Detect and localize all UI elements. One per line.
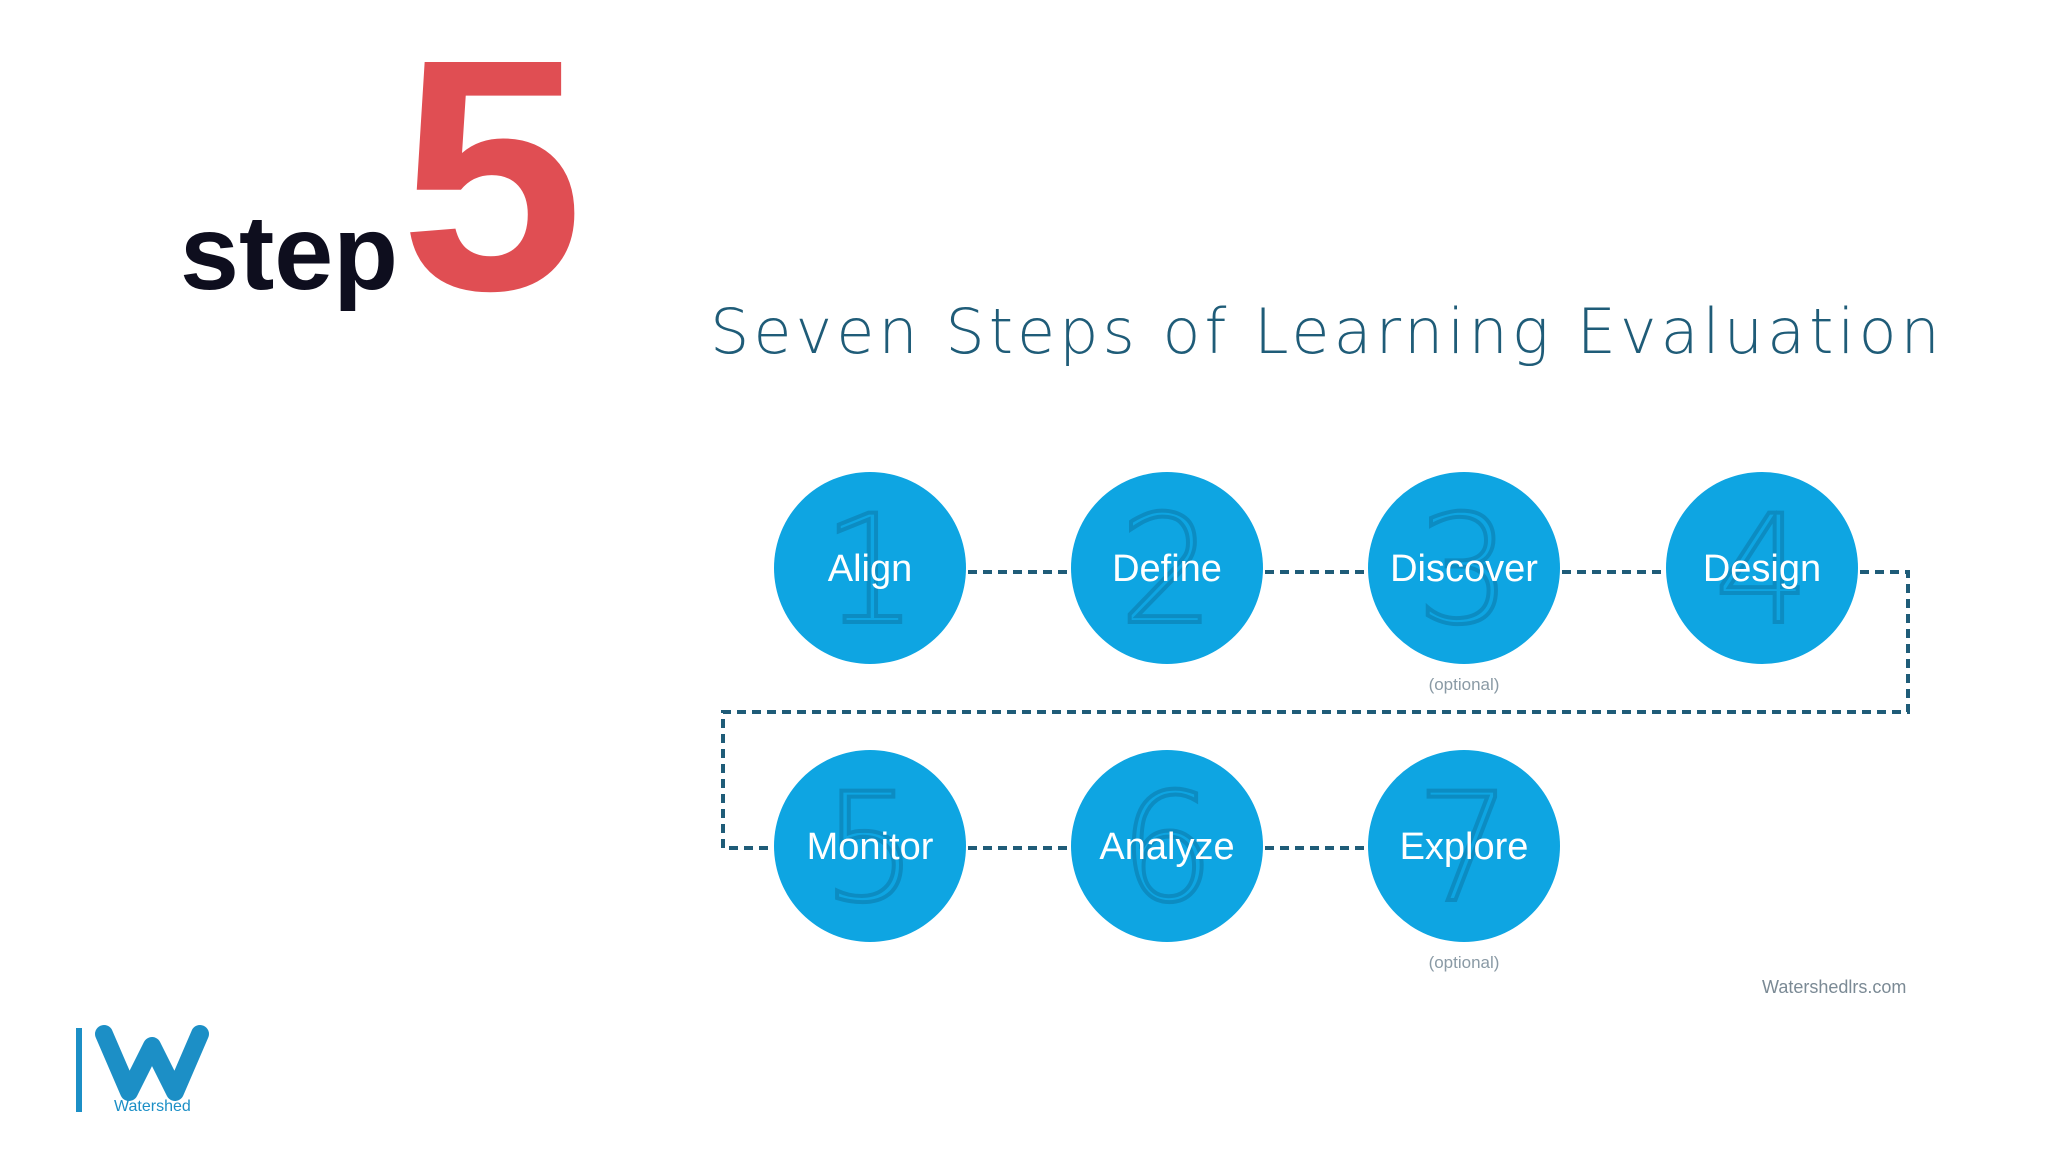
step-circle [774,472,966,664]
step-digit: 2 [1119,484,1214,658]
step-node-design: 4 Design [1666,472,1858,664]
step-digit: 6 [1119,762,1214,936]
step-circle [1368,472,1560,664]
source-credit: Watershedlrs.com [1762,977,1907,997]
logo-w-mark [95,1025,209,1101]
step-label: Align [828,548,913,590]
step-digit: 7 [1416,762,1511,936]
diagram-title: Seven Steps of Learning Evaluation [710,295,1944,368]
step-circle [1368,750,1560,942]
step-node-monitor: 5 Monitor [774,750,966,942]
step-digit: 1 [822,484,917,658]
step-circle [774,750,966,942]
step-node-align: 1 Align [774,472,966,664]
connector-4-5 [721,570,1910,850]
step-digit: 5 [822,762,917,936]
logo-caption: Watershed [114,1098,191,1115]
step-digit: 4 [1714,484,1809,658]
step-label: Explore [1400,826,1529,868]
step-circle [1071,472,1263,664]
step-label: Define [1112,548,1222,590]
step-digit: 3 [1416,484,1511,658]
step-label: Analyze [1099,826,1234,868]
step-note: (optional) [1429,953,1500,972]
step-label: Design [1703,548,1821,590]
step-node-define: 2 Define [1071,472,1263,664]
step-node-analyze: 6 Analyze [1071,750,1263,942]
step-number: 5 [400,0,584,359]
step-node-explore: 7 Explore (optional) [1368,750,1560,972]
logo-bar [76,1028,82,1112]
step-label: Monitor [807,826,934,868]
step-node-discover: 3 Discover (optional) [1368,472,1560,694]
step-note: (optional) [1429,675,1500,694]
step-label: Discover [1390,548,1538,590]
watershed-logo-icon [76,1025,209,1112]
step-circle [1666,472,1858,664]
step-word: step [180,194,398,312]
step-circle [1071,750,1263,942]
